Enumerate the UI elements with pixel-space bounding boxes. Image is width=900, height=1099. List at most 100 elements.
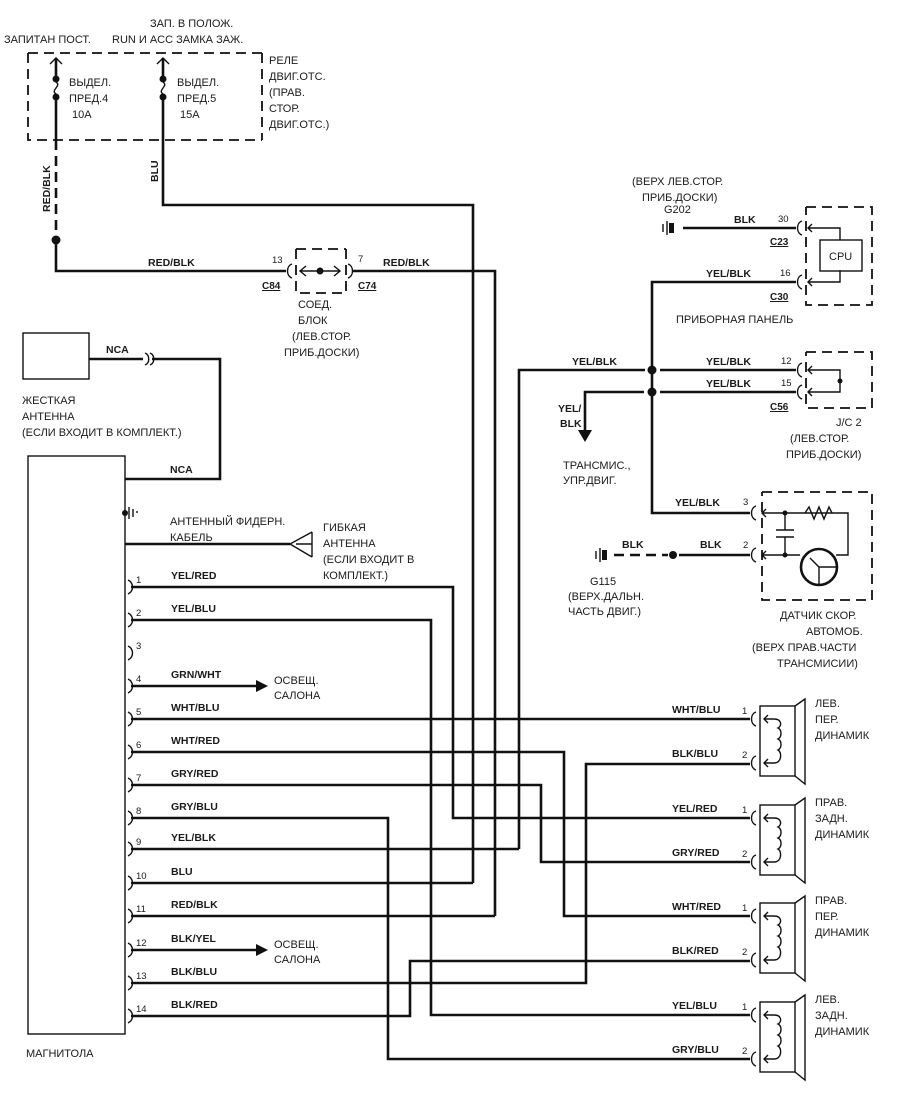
pin-wire-label: BLK/YEL: [171, 933, 217, 945]
svg-text:АНТЕННА: АНТЕННА: [22, 411, 75, 423]
svg-text:(ЛЕВ.СТОР.: (ЛЕВ.СТОР.: [790, 433, 849, 445]
svg-text:NCA: NCA: [170, 464, 193, 476]
svg-text:(ВЕРХ ПРАВ.ЧАСТИ: (ВЕРХ ПРАВ.ЧАСТИ: [752, 642, 856, 654]
speaker-label: ПЕР.: [815, 911, 839, 923]
svg-text:YEL/: YEL/: [558, 403, 581, 415]
ground-id-g202: G202: [664, 204, 691, 216]
svg-text:YEL/BLK: YEL/BLK: [675, 497, 720, 509]
pin-number: 6: [136, 740, 141, 751]
pin-number: 13: [136, 971, 147, 982]
svg-text:13: 13: [272, 255, 283, 266]
speaker-box: [759, 804, 796, 876]
fuse4-label: ВЫДЕЛ.: [69, 77, 111, 89]
speaker-label: ДИНАМИК: [815, 1026, 870, 1038]
speaker-cone-icon: [794, 697, 806, 786]
speaker-label: ПРАВ.: [815, 797, 847, 809]
chassis-ground-icon: [122, 507, 138, 519]
connector-icon: [750, 810, 757, 870]
svg-text:ПРИБ.ДОСКИ): ПРИБ.ДОСКИ): [786, 449, 861, 461]
svg-text:C30: C30: [770, 292, 789, 303]
cpu-box: [819, 239, 863, 272]
speaker-label: ЗАДН.: [815, 813, 848, 825]
speaker-wire-label: BLK/BLU: [672, 748, 718, 760]
speaker-pin: 2: [742, 947, 747, 958]
speaker-wire-label: BLK/RED: [672, 945, 719, 957]
wire-routing: [131, 585, 750, 1061]
svg-text:10A: 10A: [72, 109, 92, 121]
label-run-acc-1: ЗАП. В ПОЛОЖ.: [150, 18, 233, 30]
svg-text:2: 2: [743, 540, 748, 551]
pin-number: 10: [136, 871, 147, 882]
wire-label-red-blk: RED/BLK: [41, 165, 53, 212]
illumination-label: ОСВЕЩ.: [274, 675, 319, 687]
fuse4-icon: [53, 81, 59, 95]
pin-wire-label: GRY/BLU: [171, 801, 218, 813]
speaker-wire-label: WHT/RED: [672, 901, 721, 913]
speaker-cone-icon: [794, 993, 806, 1082]
radio-pin: 10 BLU: [127, 866, 193, 891]
speaker-wire-label: YEL/RED: [672, 803, 718, 815]
svg-text:15: 15: [781, 378, 792, 389]
fuse4-terminal: [52, 93, 60, 101]
wire-gry-blu: [131, 816, 750, 1061]
pin-number: 3: [136, 641, 141, 652]
svg-text:КОМПЛЕКТ.): КОМПЛЕКТ.): [323, 570, 388, 582]
cpu-label: CPU: [829, 251, 852, 263]
pin-number: 9: [136, 837, 141, 848]
speaker-box: [759, 1001, 796, 1073]
fuse-box: ЗАПИТАН ПОСТ. ЗАП. В ПОЛОЖ. RUN И ACC ЗА…: [4, 18, 329, 141]
wire-yel-blk-9: [517, 368, 645, 849]
svg-text:ТРАНСМИСИИ): ТРАНСМИСИИ): [777, 658, 858, 670]
pin-wire-label: BLU: [171, 866, 193, 878]
splice-dot: [647, 387, 657, 397]
ground-icon: [595, 548, 607, 562]
fuse5-icon: [160, 81, 166, 95]
pin-number: 2: [136, 608, 141, 619]
jc2-label: J/C 2: [836, 417, 862, 429]
radio: МАГНИТОЛА АНТЕННЫЙ ФИДЕРН. КАБЕЛЬ ГИБКАЯ…: [26, 455, 414, 1060]
speaker-pin: 1: [742, 805, 747, 816]
flexible-antenna-label: ГИБКАЯ: [323, 522, 366, 534]
speaker-label: ДИНАМИК: [815, 829, 870, 841]
svg-text:УПР.ДВИГ.: УПР.ДВИГ.: [563, 475, 617, 487]
wire-blk-blu: [131, 762, 750, 985]
label-constant-power: ЗАПИТАН ПОСТ.: [4, 34, 91, 46]
svg-text:ПРИБ.ДОСКИ): ПРИБ.ДОСКИ): [284, 347, 359, 359]
wire-blk-red: [131, 959, 750, 1018]
wire-yel-blu: [131, 618, 750, 1017]
speaker-label: ДИНАМИК: [815, 730, 870, 742]
svg-text:YEL/BLK: YEL/BLK: [706, 378, 751, 390]
illumination-label: САЛОНА: [274, 954, 321, 966]
speaker-pin: 2: [742, 1046, 747, 1057]
rigid-antenna: NCA NCA ЖЕСТКАЯ АНТЕННА (ЕСЛИ ВХОДИТ В К…: [22, 332, 222, 481]
wire-label-red-blk-2: RED/BLK: [148, 257, 195, 269]
svg-text:ПРЕД.4: ПРЕД.4: [69, 93, 108, 105]
radio-pin: 3: [127, 641, 141, 661]
pin-connector-icon: [127, 645, 134, 661]
splice-dot: [647, 365, 657, 375]
wire-yel-red: [131, 585, 750, 820]
svg-text:NCA: NCA: [106, 344, 129, 356]
radio-pin: 1 YEL/RED: [127, 570, 217, 595]
svg-text:C56: C56: [770, 402, 789, 413]
feeder-label: АНТЕННЫЙ ФИДЕРН.: [170, 515, 285, 528]
pin-number: 1: [136, 575, 141, 586]
svg-text:C23: C23: [770, 237, 789, 248]
connector-icon: [286, 263, 293, 279]
transmission-label: ТРАНСМИС.,: [563, 460, 631, 472]
connector-id-c74: C74: [358, 281, 377, 292]
connector-icon: [750, 711, 757, 771]
speaker-label: ПРАВ.: [815, 895, 847, 907]
svg-text:3: 3: [743, 497, 748, 508]
joint-connector-label: СОЕД.: [298, 299, 332, 311]
illumination-label: ОСВЕЩ.: [274, 939, 319, 951]
rigid-antenna-box: [22, 332, 90, 380]
pin-wire-label: YEL/RED: [171, 570, 217, 582]
wire-wht-red: [131, 750, 750, 918]
svg-text:12: 12: [781, 356, 792, 367]
pin-wire-label: GRY/RED: [171, 768, 219, 780]
svg-text:BLK: BLK: [700, 539, 722, 551]
